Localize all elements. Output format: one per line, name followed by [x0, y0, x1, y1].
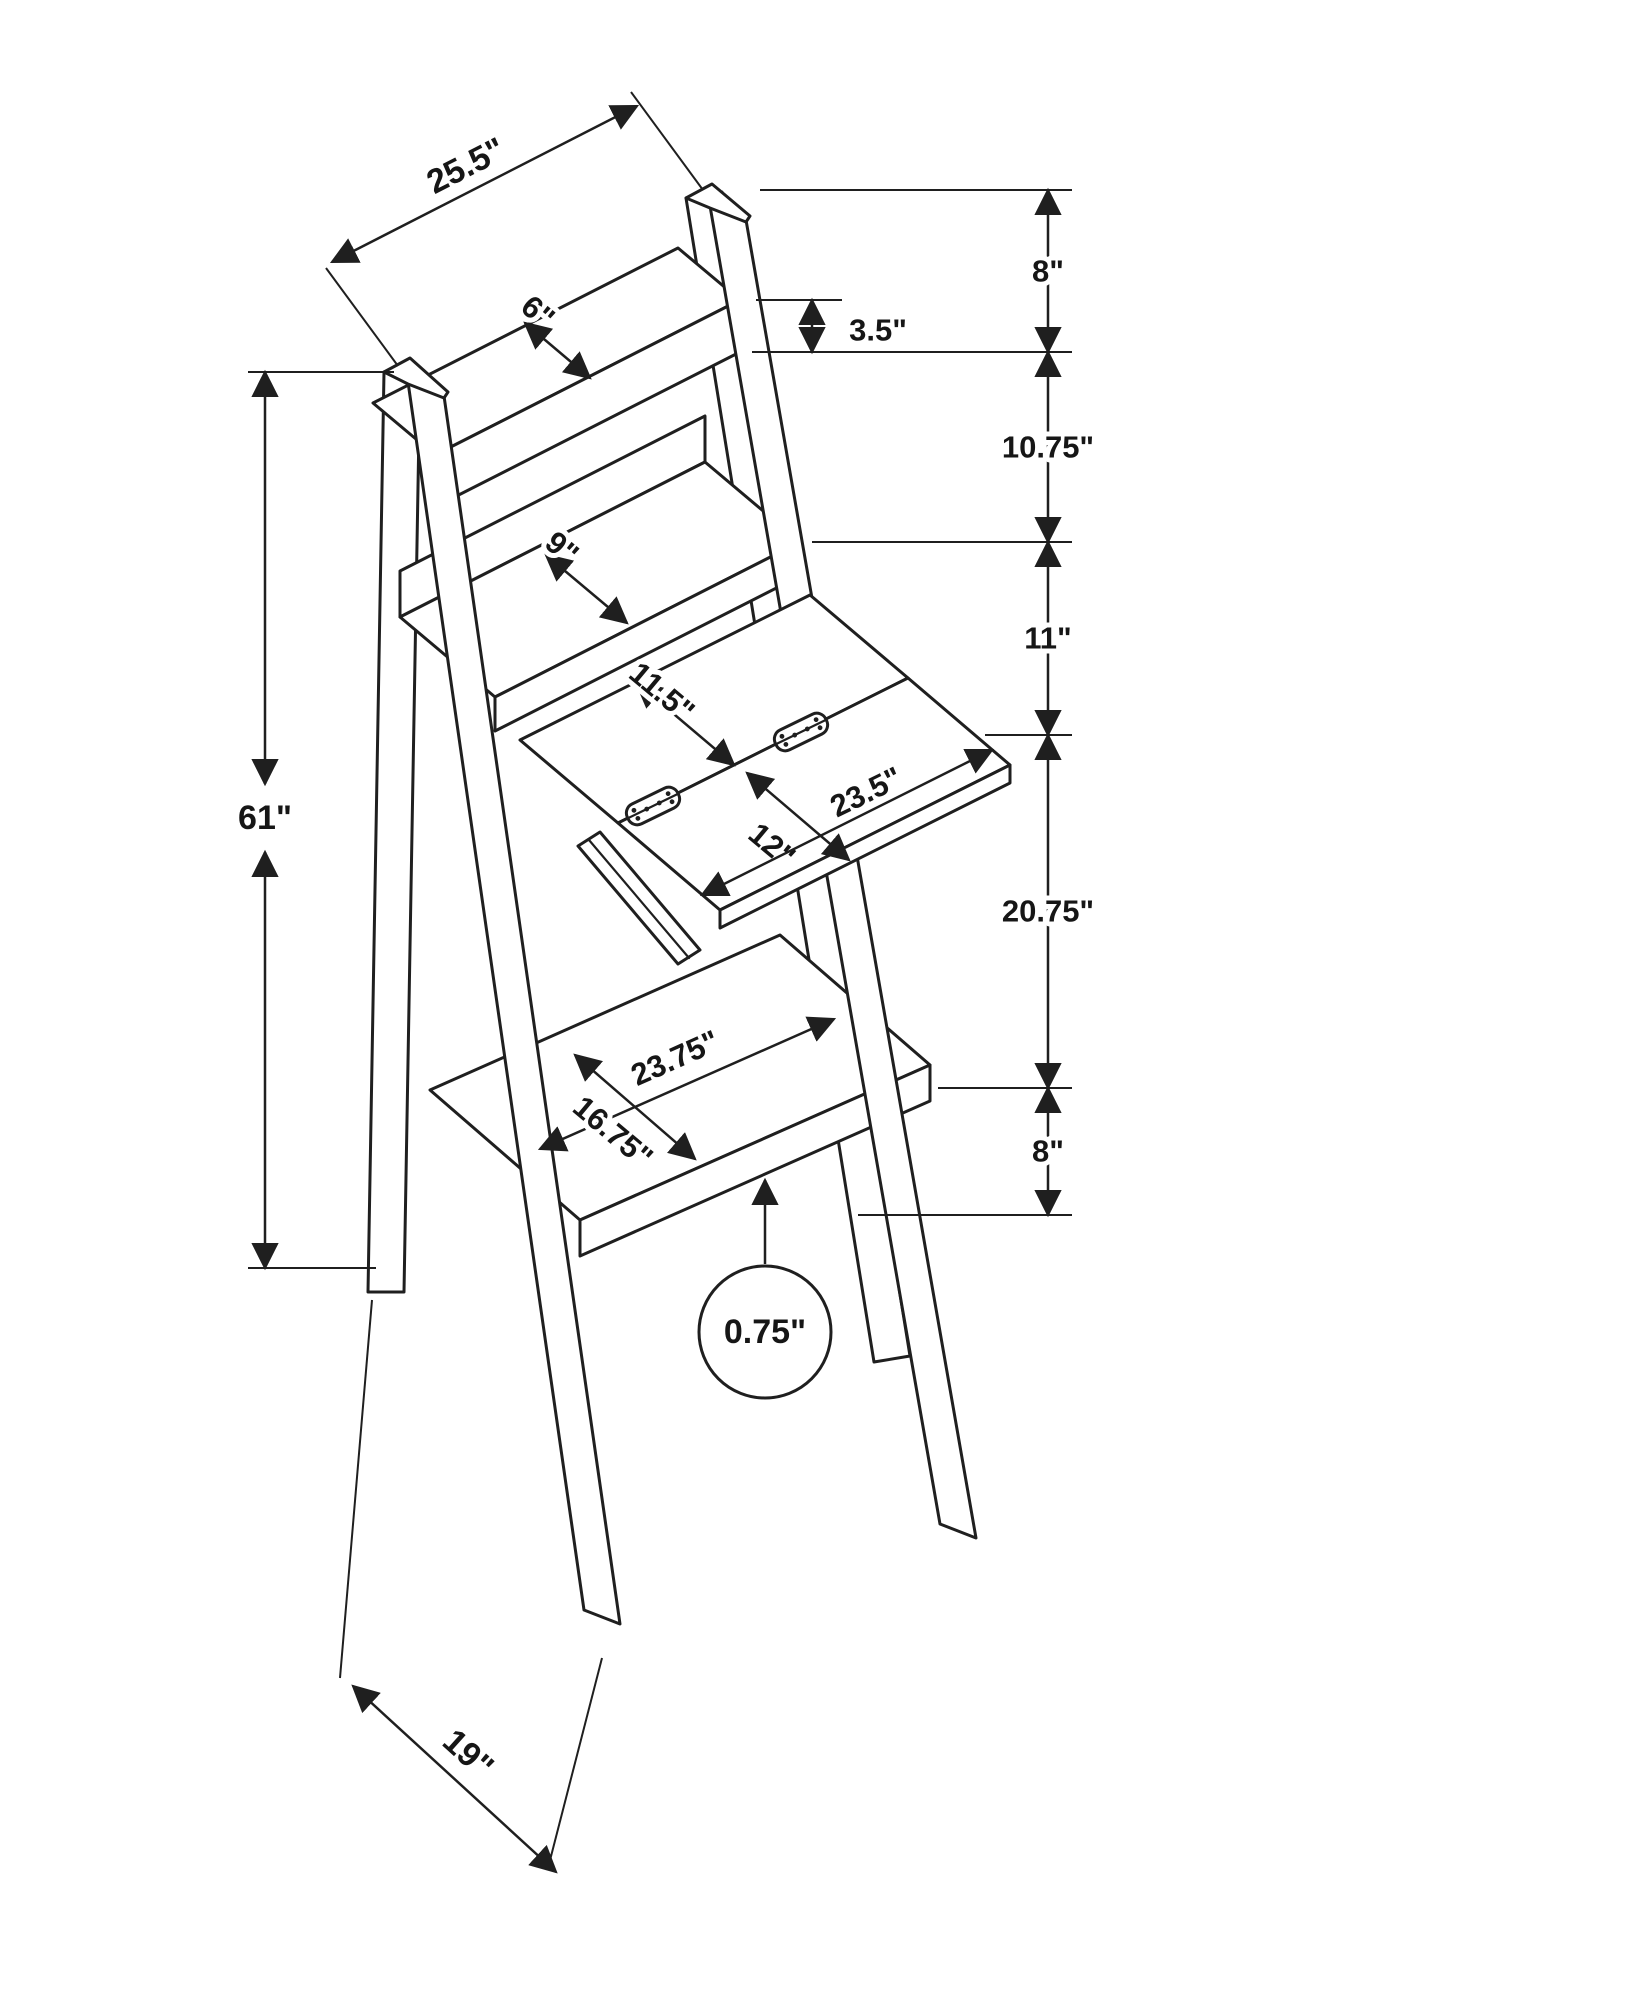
dim-label-gap-shelf1-shelf2: 10.75" [1002, 430, 1094, 465]
dim-right-chain: 8" 10.75" 11" 20.75" 8" [752, 187, 1099, 1218]
dim-label-gap-shelf2-desk: 11" [1024, 621, 1071, 656]
thickness-callout-circle [697, 1264, 833, 1400]
desk-slide-rail-line [587, 838, 691, 960]
dim-label-overall-width: 25.5" [421, 130, 512, 201]
dim-label-total-height: 61" [238, 799, 292, 837]
dim-label-top-apron-height: 3.5" [849, 313, 907, 348]
dim-label-top-gap: 8" [1032, 254, 1064, 289]
dim-label-base-depth: 19" [435, 1722, 501, 1786]
dim-total-height: 61" [233, 369, 394, 1271]
dim-label-bottom-gap: 8" [1032, 1134, 1064, 1169]
hinge-icon [624, 785, 682, 827]
hinge-icon [772, 711, 830, 753]
right-apex-cap [684, 182, 752, 224]
dim-material-thickness: 0.75" [697, 1177, 833, 1400]
dim-top-apron-height: 3.5" [756, 297, 912, 355]
left-apex-cap [382, 356, 450, 400]
ladder-desk-geometry [366, 182, 1012, 1626]
back-left-rail [366, 370, 422, 1294]
dim-label-gap-desk-bottom-shelf: 20.75" [1002, 894, 1094, 929]
dim-label-material-thickness: 0.75" [724, 1313, 806, 1351]
